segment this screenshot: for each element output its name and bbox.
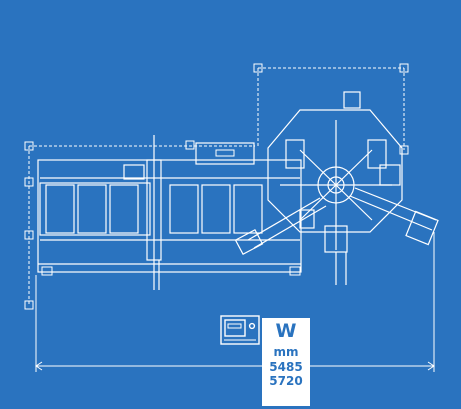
corner-markers [24,63,409,310]
conveyor [37,159,302,276]
robot-turret [267,91,403,285]
dimension-value-2: 5720 [269,374,303,388]
dimension-value-1: 5485 [269,360,303,374]
outfeed-arm [349,187,439,246]
top-cabinet [195,142,255,165]
control-panel-icon [220,315,260,345]
center-column [123,135,162,290]
width-dimension-line [35,232,435,372]
width-dimension-label: W mm 5485 5720 [262,318,310,406]
dimension-unit: mm [273,345,299,359]
footprint-outline [28,67,405,305]
infeed-arm [234,197,327,256]
dimension-symbol: W [275,320,297,342]
